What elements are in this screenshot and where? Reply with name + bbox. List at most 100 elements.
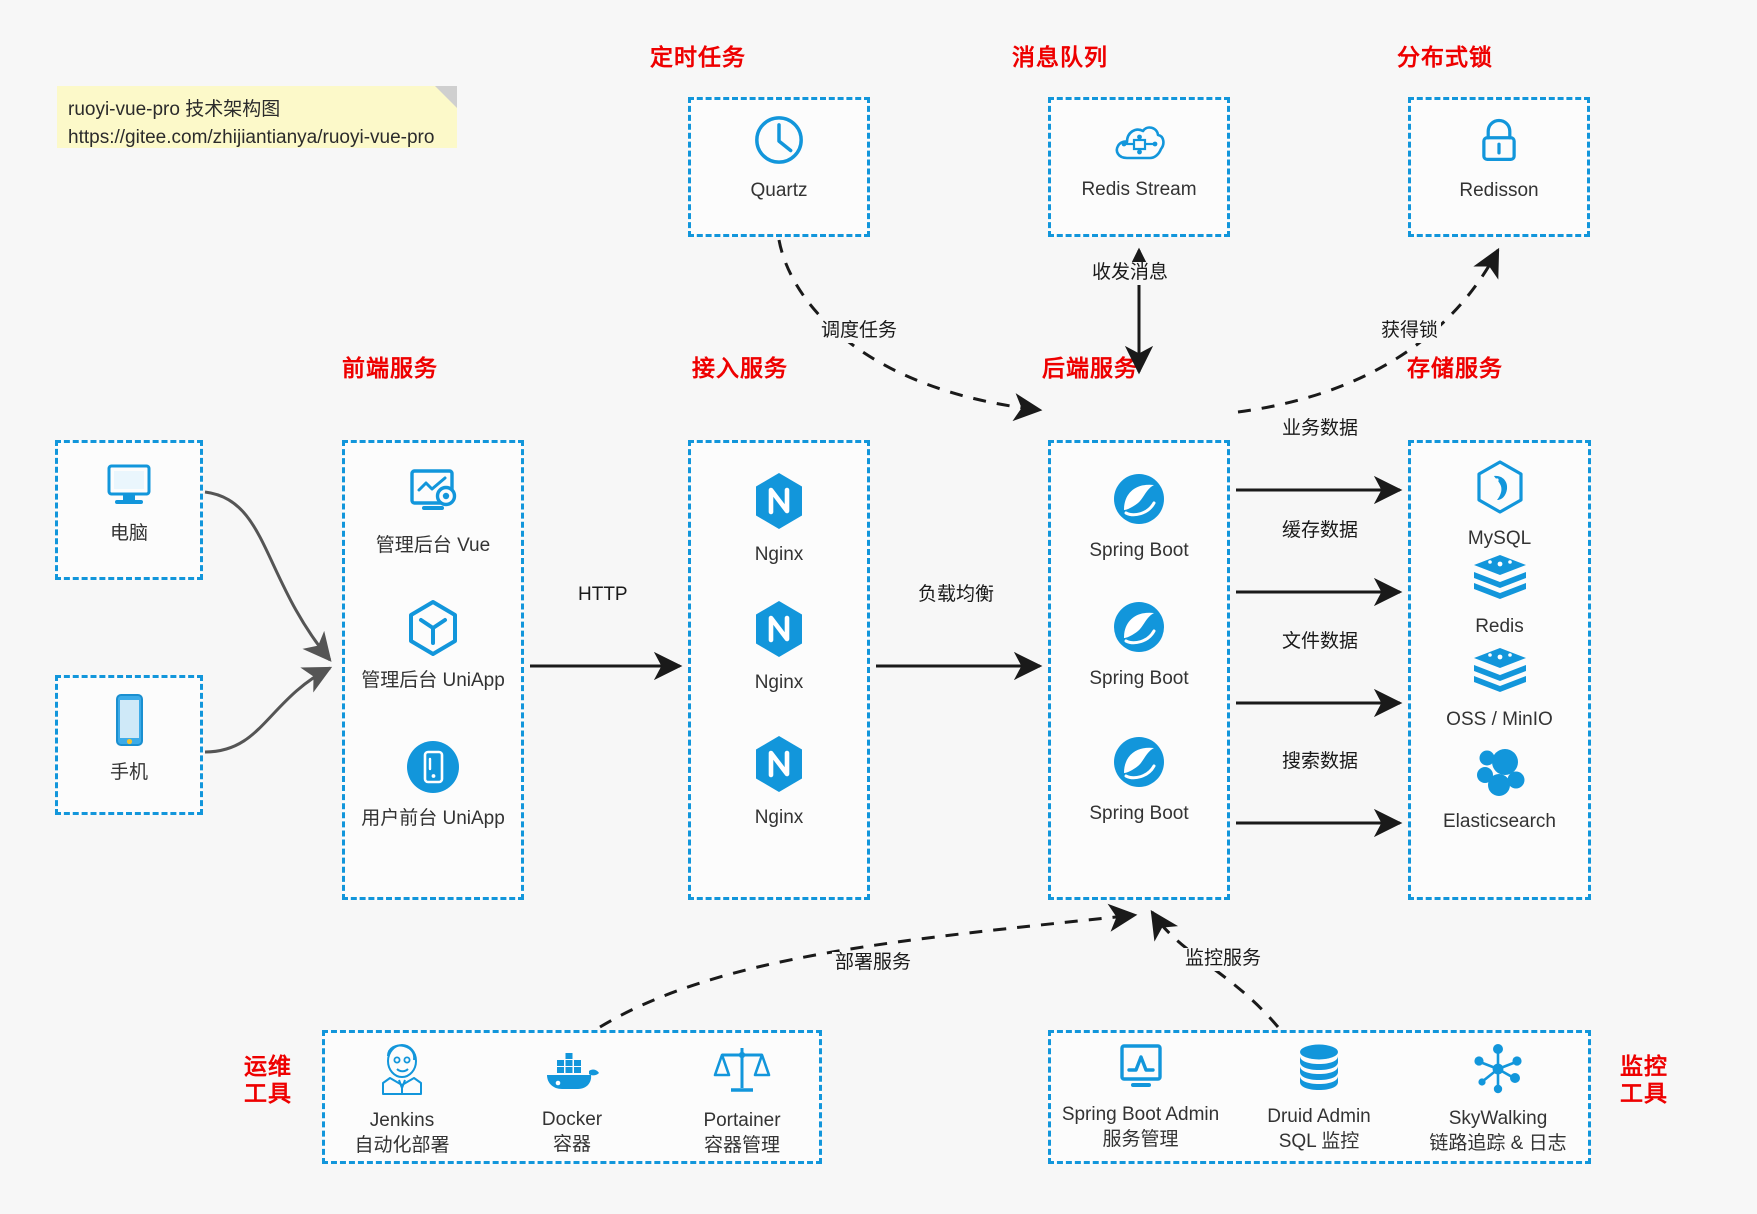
box-client-pc [55,440,203,580]
note-fold-corner [435,86,457,108]
node-label: Spring Boot [1089,668,1189,689]
edge-label-search-data: 搜索数据 [1279,751,1362,774]
node-label: Spring Boot Admin [1061,1104,1220,1125]
box-storage-services [1408,440,1591,900]
box-devops-tools [322,1030,822,1164]
node-desc: 链路追踪 & 日志 [1429,1132,1567,1154]
node-druid-admin[interactable]: Druid Admin SQL 监控 [1233,1042,1405,1154]
box-message-queue [1048,97,1230,237]
node-redis[interactable]: Redis [1408,552,1591,640]
node-pc[interactable]: 电脑 [55,461,203,547]
edge-label-load-balance: 负载均衡 [915,584,998,607]
database-icon [1292,1042,1346,1099]
node-spring-boot-1[interactable]: Spring Boot [1048,470,1230,564]
node-desc: 容器管理 [703,1134,780,1156]
node-label: Quartz [750,180,808,201]
cube-icon [404,598,462,663]
desktop-icon [101,461,157,516]
nginx-icon [750,470,808,537]
node-mysql[interactable]: MySQL [1408,458,1591,552]
mysql-icon [1471,458,1529,521]
group-label-gateway: 接入服务 [692,355,788,381]
node-label: MySQL [1467,528,1532,549]
group-label-storage: 存储服务 [1407,355,1503,381]
group-label-monitor-line1: 监控 [1620,1053,1668,1079]
node-redisson[interactable]: Redisson [1408,114,1590,204]
node-oss-minio[interactable]: OSS / MinIO [1408,645,1591,733]
node-label: OSS / MinIO [1446,709,1553,730]
node-user-uniapp[interactable]: 用户前台 UniApp [342,738,524,832]
node-nginx-3[interactable]: Nginx [688,733,870,831]
group-label-devops-line1: 运维 [244,1053,292,1079]
group-label-message-queue: 消息队列 [1012,44,1108,70]
edge-label-acquire-lock: 获得锁 [1378,320,1442,343]
group-label-devops-line2: 工具 [244,1080,292,1107]
box-distributed-lock [1408,97,1590,237]
edge-label-file-data: 文件数据 [1279,631,1362,654]
spring-boot-icon [1110,598,1168,661]
group-label-scheduled-task: 定时任务 [650,44,746,70]
lock-icon [1473,114,1525,173]
node-nginx-1[interactable]: Nginx [688,470,870,568]
note-line-title: ruoyi-vue-pro 技术架构图 [68,99,281,120]
node-spring-boot-admin[interactable]: Spring Boot Admin 服务管理 [1048,1042,1233,1152]
box-scheduled-task [688,97,870,237]
jenkins-icon [376,1042,428,1103]
clock-icon [751,112,807,173]
node-label: Nginx [754,672,804,693]
node-skywalking[interactable]: SkyWalking 链路追踪 & 日志 [1405,1042,1591,1156]
node-portainer[interactable]: Portainer 容器管理 [662,1042,822,1158]
node-label: Redis [1475,616,1524,637]
node-phone[interactable]: 手机 [55,692,203,786]
spring-boot-icon [1110,470,1168,533]
node-desc: 服务管理 [1102,1128,1179,1150]
node-elasticsearch[interactable]: Elasticsearch [1408,745,1591,835]
node-desc: 自动化部署 [354,1134,450,1156]
title-note: ruoyi-vue-pro 技术架构图 https://gitee.com/zh… [57,86,457,148]
network-nodes-icon [1470,1042,1526,1101]
nginx-icon [750,598,808,665]
node-label: Redis Stream [1081,179,1197,200]
mobile-circle-icon [404,738,462,801]
node-redis-stream[interactable]: Redis Stream [1048,115,1230,203]
node-label: 管理后台 UniApp [361,670,505,691]
spring-boot-icon [1110,733,1168,796]
node-desc: SQL 监控 [1278,1130,1360,1152]
redis-icon [1469,552,1531,609]
box-frontend-services [342,440,524,900]
group-label-devops: 运维 工具 [233,1053,303,1107]
node-label: Docker [541,1109,603,1130]
node-spring-boot-2[interactable]: Spring Boot [1048,598,1230,692]
node-admin-vue[interactable]: 管理后台 Vue [342,465,524,559]
node-jenkins[interactable]: Jenkins 自动化部署 [322,1042,482,1158]
note-line-url: https://gitee.com/zhijiantianya/ruoyi-vu… [68,126,435,148]
node-spring-boot-3[interactable]: Spring Boot [1048,733,1230,827]
node-label: Spring Boot [1089,540,1189,561]
node-label: 电脑 [109,523,148,544]
node-docker[interactable]: Docker 容器 [492,1047,652,1157]
group-label-frontend: 前端服务 [342,355,438,381]
docker-icon [541,1047,603,1102]
node-label: Nginx [754,807,804,828]
node-label: Nginx [754,544,804,565]
scales-icon [713,1042,771,1103]
node-admin-uniapp[interactable]: 管理后台 UniApp [342,598,524,694]
node-label: Redisson [1459,180,1539,201]
edge-label-schedule-task: 调度任务 [818,320,901,343]
node-label: Portainer [703,1110,781,1131]
group-label-distributed-lock: 分布式锁 [1397,44,1493,70]
node-quartz[interactable]: Quartz [688,112,870,204]
cloud-stream-icon [1112,115,1166,172]
edge-label-deploy-service: 部署服务 [832,952,915,975]
node-label: Elasticsearch [1443,811,1556,832]
node-label: 手机 [109,762,148,783]
node-label: Druid Admin [1267,1106,1371,1127]
node-label: 用户前台 UniApp [361,808,505,829]
edge-label-cache-data: 缓存数据 [1279,520,1362,543]
group-label-monitor-line2: 工具 [1620,1080,1668,1107]
node-nginx-2[interactable]: Nginx [688,598,870,696]
edge-label-send-receive-message: 收发消息 [1089,262,1172,285]
edge-label-http: HTTP [575,584,631,607]
mobile-icon [108,692,150,755]
